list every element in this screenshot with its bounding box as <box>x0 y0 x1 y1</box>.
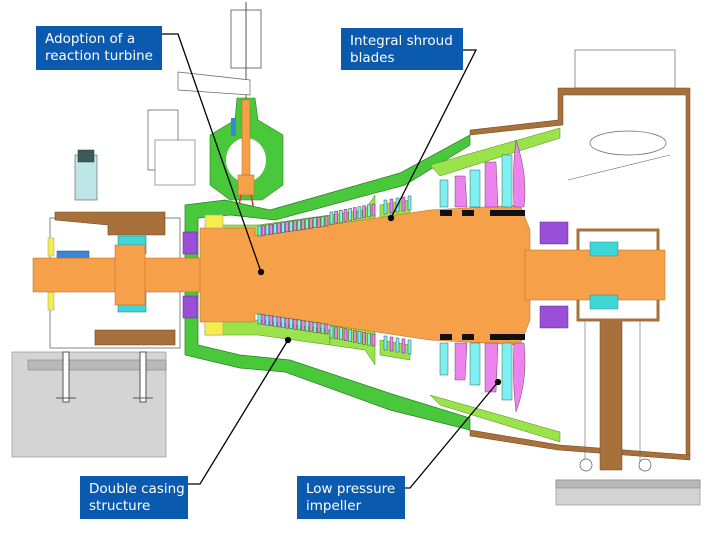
blade <box>265 224 270 236</box>
rotor-shaft <box>32 204 666 346</box>
callout-reaction-turbine: Adoption of a reaction turbine <box>36 26 162 70</box>
blade <box>348 329 352 342</box>
blade <box>383 199 388 215</box>
blade <box>297 319 301 331</box>
callout-low-pressure-impeller: Low pressure impeller <box>297 476 405 519</box>
blade <box>324 215 329 227</box>
steam-valve-actuator <box>147 2 284 211</box>
leader-line-low-pressure <box>405 381 499 489</box>
blade <box>407 339 412 355</box>
blade <box>316 322 321 334</box>
blade <box>407 195 412 211</box>
callout-line: blades <box>350 50 395 66</box>
blade <box>339 210 343 223</box>
callout-line: reaction turbine <box>45 48 153 64</box>
callout-integral-shroud-blades: Integral shroud blades <box>341 28 463 70</box>
callout-line: Integral shroud <box>350 33 453 49</box>
low-pressure-blades <box>439 139 526 413</box>
blade <box>289 318 293 329</box>
blade <box>320 323 325 334</box>
callout-line: Adoption of a <box>45 31 136 47</box>
blade <box>395 337 400 353</box>
blade <box>401 338 406 354</box>
blade <box>273 316 277 327</box>
blade <box>265 314 270 326</box>
blade <box>312 322 317 333</box>
blade <box>367 332 371 346</box>
callout-line: Double casing <box>89 481 185 497</box>
callout-line: impeller <box>306 498 362 514</box>
blade <box>334 210 338 224</box>
blade <box>362 205 366 218</box>
blade <box>339 327 343 340</box>
callout-double-casing-structure: Double casing structure <box>80 476 188 519</box>
blade <box>353 207 357 220</box>
blade <box>277 222 281 234</box>
blade <box>357 206 362 219</box>
blade <box>273 223 277 234</box>
blade <box>316 216 321 228</box>
blade <box>343 209 348 222</box>
leader-line-double-casing <box>188 339 289 485</box>
blade <box>301 219 305 230</box>
leader-line-reaction-turbine <box>162 33 262 273</box>
blade <box>309 321 313 332</box>
blade <box>362 332 366 345</box>
blade <box>389 198 394 214</box>
blade <box>383 335 388 351</box>
blade <box>289 221 293 232</box>
exhaust-hood <box>469 49 691 472</box>
callout-line: Low pressure <box>306 481 396 497</box>
blade <box>353 330 357 343</box>
blade <box>293 220 297 231</box>
blade <box>309 218 313 229</box>
blade <box>301 320 305 331</box>
blade <box>324 323 329 335</box>
blade <box>285 317 289 329</box>
blade <box>281 317 285 328</box>
callout-line: structure <box>89 498 151 514</box>
blade <box>371 203 376 217</box>
blade <box>261 225 266 236</box>
blade <box>305 218 309 230</box>
blade <box>269 224 274 235</box>
blade <box>312 217 317 228</box>
foundation-right <box>555 479 701 506</box>
foundation-left <box>11 351 167 458</box>
blade <box>334 326 338 340</box>
blade <box>305 320 309 332</box>
blade <box>343 328 348 341</box>
blade <box>261 314 266 325</box>
reaction-blade-rows <box>257 195 412 355</box>
blade <box>257 225 262 237</box>
leader-line-integral-shroud <box>390 49 478 219</box>
blade <box>269 315 274 326</box>
blade <box>367 204 371 218</box>
blade <box>371 333 376 347</box>
blade <box>348 208 352 221</box>
outer-casing <box>184 134 471 431</box>
blade <box>401 196 406 212</box>
blade <box>277 316 281 328</box>
blade <box>357 331 362 344</box>
leader-lines <box>162 33 502 489</box>
blade <box>297 219 301 231</box>
blade <box>285 221 289 233</box>
blade <box>293 319 297 330</box>
blade <box>281 222 285 233</box>
blade <box>320 216 325 227</box>
blade <box>257 313 262 325</box>
blade <box>329 325 334 339</box>
blade <box>329 211 334 225</box>
blade <box>389 336 394 352</box>
